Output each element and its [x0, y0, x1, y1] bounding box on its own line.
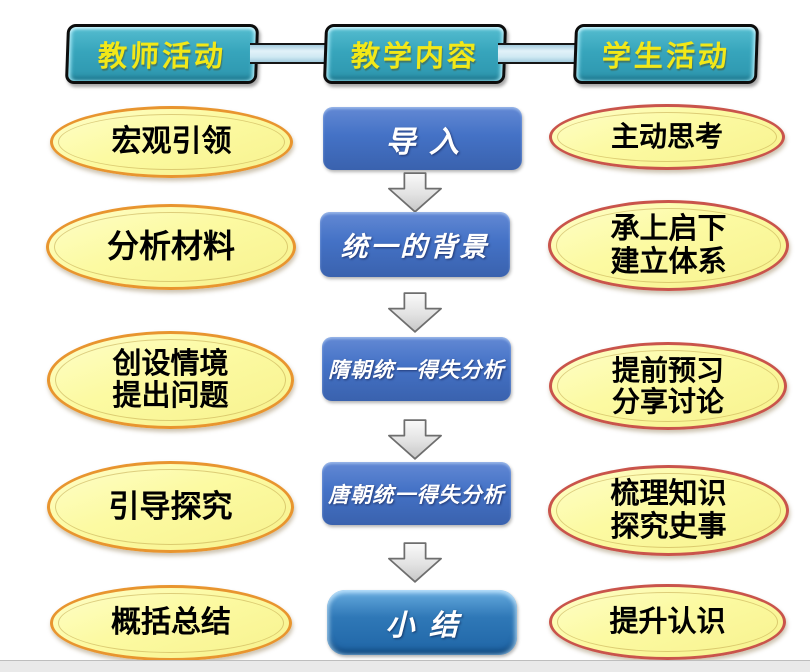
- bottom-strip: [0, 660, 810, 672]
- flow-step-label: 隋朝统一得失分析: [328, 359, 505, 382]
- student-activity-label: 提升认识: [609, 605, 726, 638]
- connector-bar-left: [250, 43, 326, 64]
- student-activity-label: 梳理知识: [610, 478, 727, 511]
- student-activity-ellipse: 主动思考: [549, 104, 785, 170]
- down-arrow-icon: [386, 292, 444, 333]
- flow-step-box-intro: 导入: [323, 107, 522, 170]
- flow-step-box-background: 统一的背景: [320, 212, 510, 277]
- teacher-activity-label: 宏观引领: [111, 125, 232, 159]
- flow-step-label: 唐朝统一得失分析: [328, 483, 505, 507]
- student-activity-ellipse: 提升认识: [549, 584, 786, 660]
- teacher-activity-ellipse: 分析材料: [46, 204, 296, 290]
- student-activity-label: 主动思考: [610, 121, 723, 153]
- teacher-activity-ellipse: 宏观引领: [50, 106, 293, 178]
- header-teacher-label: 教师活动: [97, 41, 227, 73]
- teacher-activity-ellipse: 创设情境 提出问题: [47, 331, 294, 429]
- flow-step-box-summary: 小结: [327, 590, 517, 655]
- header-teaching-content: 教学内容: [322, 24, 508, 84]
- teacher-activity-label: 创设情境: [112, 347, 229, 380]
- student-activity-label: 分享讨论: [611, 386, 724, 417]
- header-student-activities: 学生活动: [572, 24, 760, 84]
- teacher-activity-ellipse: 引导探究: [47, 461, 294, 553]
- student-activity-label: 探究史事: [610, 510, 727, 543]
- student-activity-ellipse: 提前预习 分享讨论: [549, 342, 787, 430]
- connector-bar-right: [498, 43, 576, 64]
- down-arrow-icon: [386, 172, 444, 213]
- teacher-activity-label: 引导探究: [108, 488, 233, 524]
- teacher-activity-ellipse: 概括总结: [50, 585, 292, 661]
- teacher-activity-label: 提出问题: [112, 380, 229, 412]
- header-student-label: 学生活动: [601, 41, 731, 73]
- teacher-activity-label: 分析材料: [106, 228, 235, 265]
- down-arrow-icon: [386, 419, 444, 460]
- header-content-label: 教学内容: [350, 41, 480, 73]
- student-activity-label: 提前预习: [611, 354, 724, 386]
- student-activity-ellipse: 梳理知识 探究史事: [548, 465, 789, 556]
- flow-step-box-sui-analysis: 隋朝统一得失分析: [322, 337, 511, 401]
- teacher-activity-label: 概括总结: [111, 606, 231, 640]
- flow-step-label: 统一的背景: [340, 232, 490, 262]
- student-activity-label: 承上启下: [610, 213, 727, 246]
- student-activity-label: 建立体系: [610, 245, 727, 278]
- flow-step-label: 导入: [385, 125, 473, 159]
- flow-step-label: 小结: [385, 609, 473, 642]
- flow-step-box-tang-analysis: 唐朝统一得失分析: [322, 462, 511, 525]
- header-teacher-activities: 教师活动: [64, 24, 260, 84]
- down-arrow-icon: [386, 542, 444, 583]
- student-activity-ellipse: 承上启下 建立体系: [548, 200, 789, 291]
